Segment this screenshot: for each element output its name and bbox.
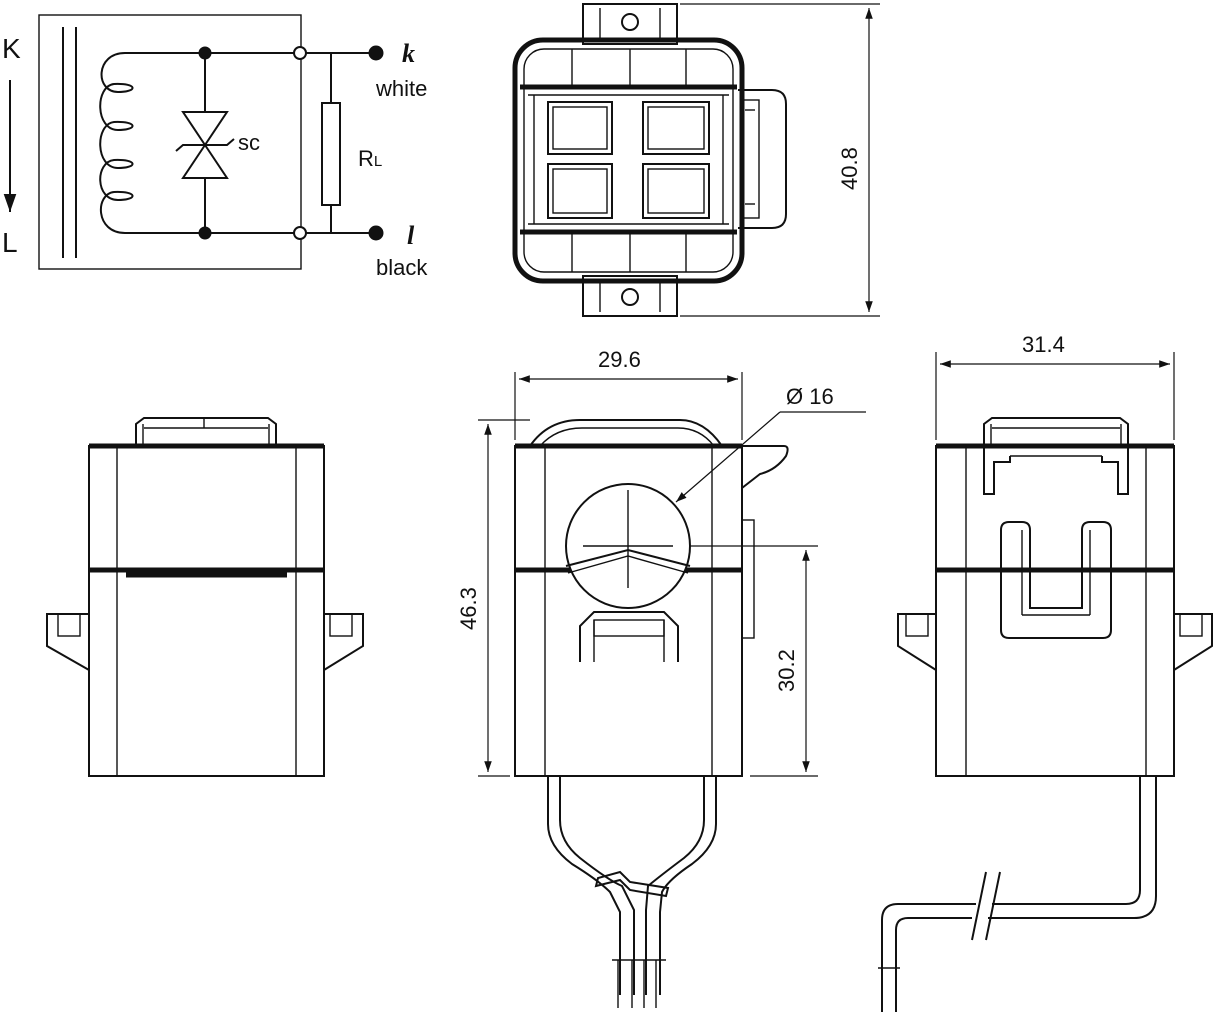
right-side-view: 31.4: [878, 332, 1213, 1012]
top-body-outer: [512, 37, 745, 284]
load-resistor: [321, 102, 341, 206]
core-block: [547, 101, 613, 155]
core-clip: [1000, 521, 1112, 639]
secondary-coil: [99, 52, 205, 234]
top-clip: [135, 417, 277, 444]
cable-break-mark: [971, 871, 1001, 941]
left-side-view: [46, 417, 364, 777]
lead-k-symbol: k: [402, 39, 415, 68]
wiring-schematic: K L sc RL k: [2, 14, 428, 280]
lead-wire-white: [559, 776, 635, 995]
left-mounting-ear: [897, 613, 937, 671]
output-terminal-l: [368, 225, 384, 241]
enclosure-terminal: [293, 226, 307, 240]
body-outline: [88, 445, 325, 777]
output-terminal-k: [368, 45, 384, 61]
top-mounting-tab: [582, 3, 678, 45]
dimension-aperture-diameter: Ø 16: [786, 384, 834, 409]
top-clip: [983, 417, 1129, 446]
diameter-leader: [675, 411, 781, 503]
dimension-aperture-center-height: 30.2: [774, 649, 799, 692]
load-resistor-label: RL: [358, 146, 382, 171]
latch-clip: [738, 89, 787, 229]
suppressor-label: sc: [238, 130, 260, 155]
output-cable: [881, 776, 1141, 1012]
front-view: 29.6 Ø 16 46.3 30.2: [456, 347, 866, 1008]
bidirectional-tvs-diode-icon: [175, 111, 235, 179]
latch-hook: [741, 445, 789, 489]
bottom-mounting-tab: [582, 275, 678, 317]
body-outline: [935, 445, 1175, 777]
split-core-jaw: [565, 548, 691, 567]
left-mounting-ear: [46, 613, 90, 671]
core-block: [642, 101, 710, 155]
schematic-enclosure: [38, 14, 302, 270]
lead-l-symbol: l: [407, 221, 415, 250]
lead-k-color: white: [375, 76, 427, 101]
core-block: [547, 163, 613, 219]
dimension-front-height: 46.3: [456, 587, 481, 630]
lead-wire-black: [645, 776, 705, 995]
terminal-k-label: K: [2, 33, 21, 64]
hinge-arch: [529, 419, 723, 447]
core-block: [642, 163, 710, 219]
mounting-hole: [621, 13, 639, 31]
cable-tie: [594, 870, 670, 898]
top-view: 40.8: [512, 3, 880, 317]
dimension-side-width: 31.4: [1022, 332, 1065, 357]
enclosure-terminal: [293, 46, 307, 60]
lower-clip: [579, 611, 679, 662]
terminal-l-label: L: [2, 227, 18, 258]
dimension-top-height: 40.8: [837, 147, 862, 190]
dimension-front-width: 29.6: [598, 347, 641, 372]
mounting-hole: [621, 288, 639, 306]
lead-l-color: black: [376, 255, 428, 280]
